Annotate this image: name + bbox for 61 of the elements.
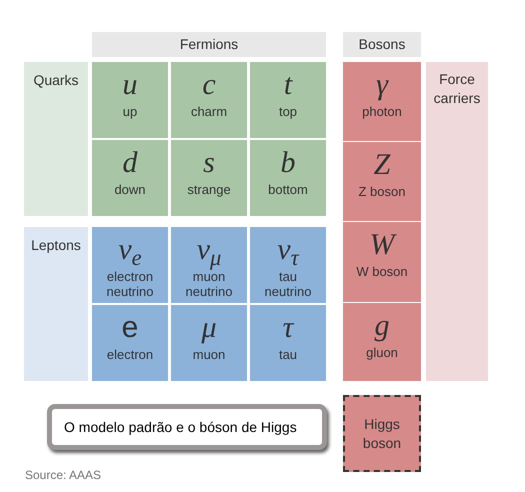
row-label-band xyxy=(24,227,88,381)
particle-name: tau xyxy=(278,347,298,362)
particle-symbol: c xyxy=(202,67,216,103)
particle-name: Z boson xyxy=(358,184,406,199)
particle-symbol: u xyxy=(122,67,138,103)
particle-symbol: γ xyxy=(376,67,388,103)
particle-name: muon neutrino xyxy=(184,269,234,299)
particle-symbol: Z xyxy=(374,147,390,183)
particle-name: charm xyxy=(190,104,228,119)
particle-tile xyxy=(250,305,326,381)
particle-symbol: e xyxy=(122,310,138,346)
particle-tile xyxy=(92,62,168,138)
particle-tile xyxy=(250,227,326,303)
particle-symbol: ν$_{μ}$ xyxy=(196,232,222,269)
particle-tile xyxy=(92,305,168,381)
particle-tile xyxy=(343,142,421,221)
particle-tile xyxy=(171,62,247,138)
particle-name: gluon xyxy=(365,345,399,360)
particle-symbol: τ xyxy=(282,310,294,346)
particle-tile xyxy=(171,227,247,303)
particle-name: up xyxy=(122,104,138,119)
particle-tile xyxy=(250,62,326,138)
particle-name: muon xyxy=(192,347,226,362)
particle-symbol: ν$_{e}$ xyxy=(118,232,142,269)
particle-symbol: ν$_{τ}$ xyxy=(277,232,299,269)
particle-tile xyxy=(171,140,247,216)
particle-tile xyxy=(343,395,421,472)
particle-symbol: g xyxy=(374,308,390,344)
particle-tile xyxy=(343,62,421,141)
source-note: Source: AAAS xyxy=(25,467,102,484)
particle-name: electron xyxy=(106,347,154,362)
particle-name: bottom xyxy=(267,182,309,197)
caption-box xyxy=(47,404,327,450)
particle-symbol: μ xyxy=(201,310,217,346)
group-label: Bosons xyxy=(358,35,406,54)
group-label: Fermions xyxy=(180,35,238,54)
group-label: Force carriers xyxy=(432,70,482,108)
particle-tile xyxy=(92,140,168,216)
particle-tile xyxy=(92,227,168,303)
particle-name: W boson xyxy=(355,264,409,279)
group-label: Quarks xyxy=(33,71,79,90)
caption-text: O modelo padrão e o bóson de Higgs xyxy=(64,418,297,437)
row-label-band xyxy=(24,62,88,216)
group-label: Higgs boson xyxy=(362,414,402,452)
particle-name: top xyxy=(278,104,298,119)
particle-name: photon xyxy=(361,104,403,119)
particle-name: tau neutrino xyxy=(264,269,312,299)
particle-symbol: s xyxy=(203,145,215,181)
particle-symbol: d xyxy=(122,145,138,181)
particle-symbol: t xyxy=(284,67,292,103)
particle-symbol: W xyxy=(370,226,394,264)
particle-name: electron neutrino xyxy=(106,269,154,299)
particle-tile xyxy=(343,303,421,381)
particle-name: strange xyxy=(186,182,232,197)
group-label: Leptons xyxy=(31,236,81,255)
particle-tile xyxy=(343,222,421,302)
particle-name: down xyxy=(113,182,147,197)
particle-tile xyxy=(171,305,247,381)
particle-tile xyxy=(250,140,326,216)
row-label-band xyxy=(426,62,488,381)
particle-symbol: b xyxy=(280,145,296,181)
